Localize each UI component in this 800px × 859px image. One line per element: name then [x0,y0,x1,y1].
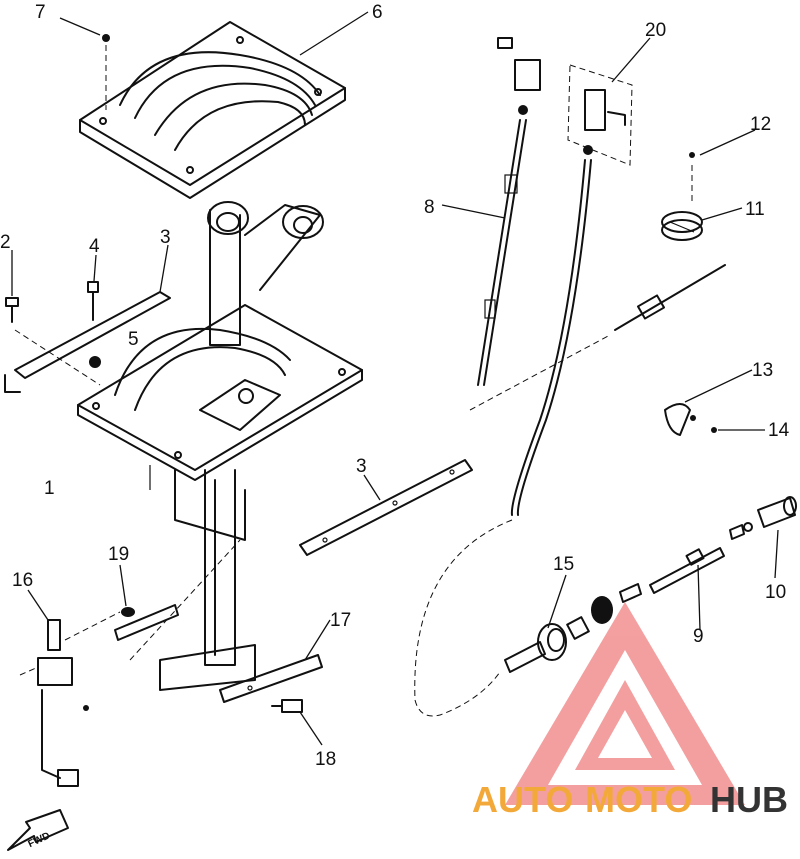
part-clip-13 [664,403,691,436]
part-washer-14 [690,415,717,433]
part-screw-7 [102,34,110,110]
part-cable-loop [414,519,513,717]
label-20: 20 [645,20,666,41]
label-3-upper: 3 [160,227,171,248]
part-cable-8 [477,37,541,386]
label-17: 17 [330,610,351,631]
label-13: 13 [752,360,773,381]
label-2: 2 [0,232,11,253]
watermark-logo [505,602,745,805]
part-rod-9 [649,547,725,594]
part-number-labels: 1 2 3 3 4 5 6 7 8 9 10 11 12 13 14 15 16… [0,2,790,770]
part-screw-12 [689,152,695,205]
part-cable-joint-10 [729,496,797,540]
watermark-text: AUTO MOTO HUB [472,779,788,820]
label-6: 6 [372,2,383,23]
label-15: 15 [553,554,574,575]
label-7: 7 [35,2,46,23]
part-nut-19 [121,607,135,617]
part-fitting-15 [504,583,642,673]
part-plate-lower-left [114,604,179,641]
part-cable-end-20 [567,64,633,166]
part-cable-main [510,159,592,516]
watermark-auto: AUTO [472,779,573,820]
label-19: 19 [108,544,129,565]
label-9: 9 [693,626,704,647]
watermark-moto: MOTO [585,779,692,820]
label-14: 14 [768,420,790,441]
alignment-lines [19,539,241,676]
part-plate-17 [219,654,323,703]
fwd-label: FWD [26,830,51,850]
label-12: 12 [750,114,771,135]
part-throttle-cable [469,264,726,411]
fwd-arrow-icon: FWD [7,809,69,851]
part-strap-3 [299,459,473,556]
part-neutral-switch-16 [37,619,89,787]
watermark-hub: HUB [710,779,788,820]
part-grommet-11 [661,211,703,241]
part-bolt-18 [271,699,303,713]
label-8: 8 [424,197,435,218]
label-1: 1 [44,478,55,499]
part-bracket-upper [4,291,171,393]
label-18: 18 [315,749,336,770]
part-control-lever-assembly [77,201,363,691]
part-bolt-2 [5,297,19,323]
part-bolt-4 [87,281,101,368]
leader-lines [11,11,779,746]
label-10: 10 [765,582,786,603]
label-3-lower: 3 [356,456,367,477]
label-5: 5 [128,329,139,350]
part-top-cover [79,21,346,199]
label-4: 4 [89,236,100,257]
label-16: 16 [12,570,33,591]
label-11: 11 [745,199,765,220]
